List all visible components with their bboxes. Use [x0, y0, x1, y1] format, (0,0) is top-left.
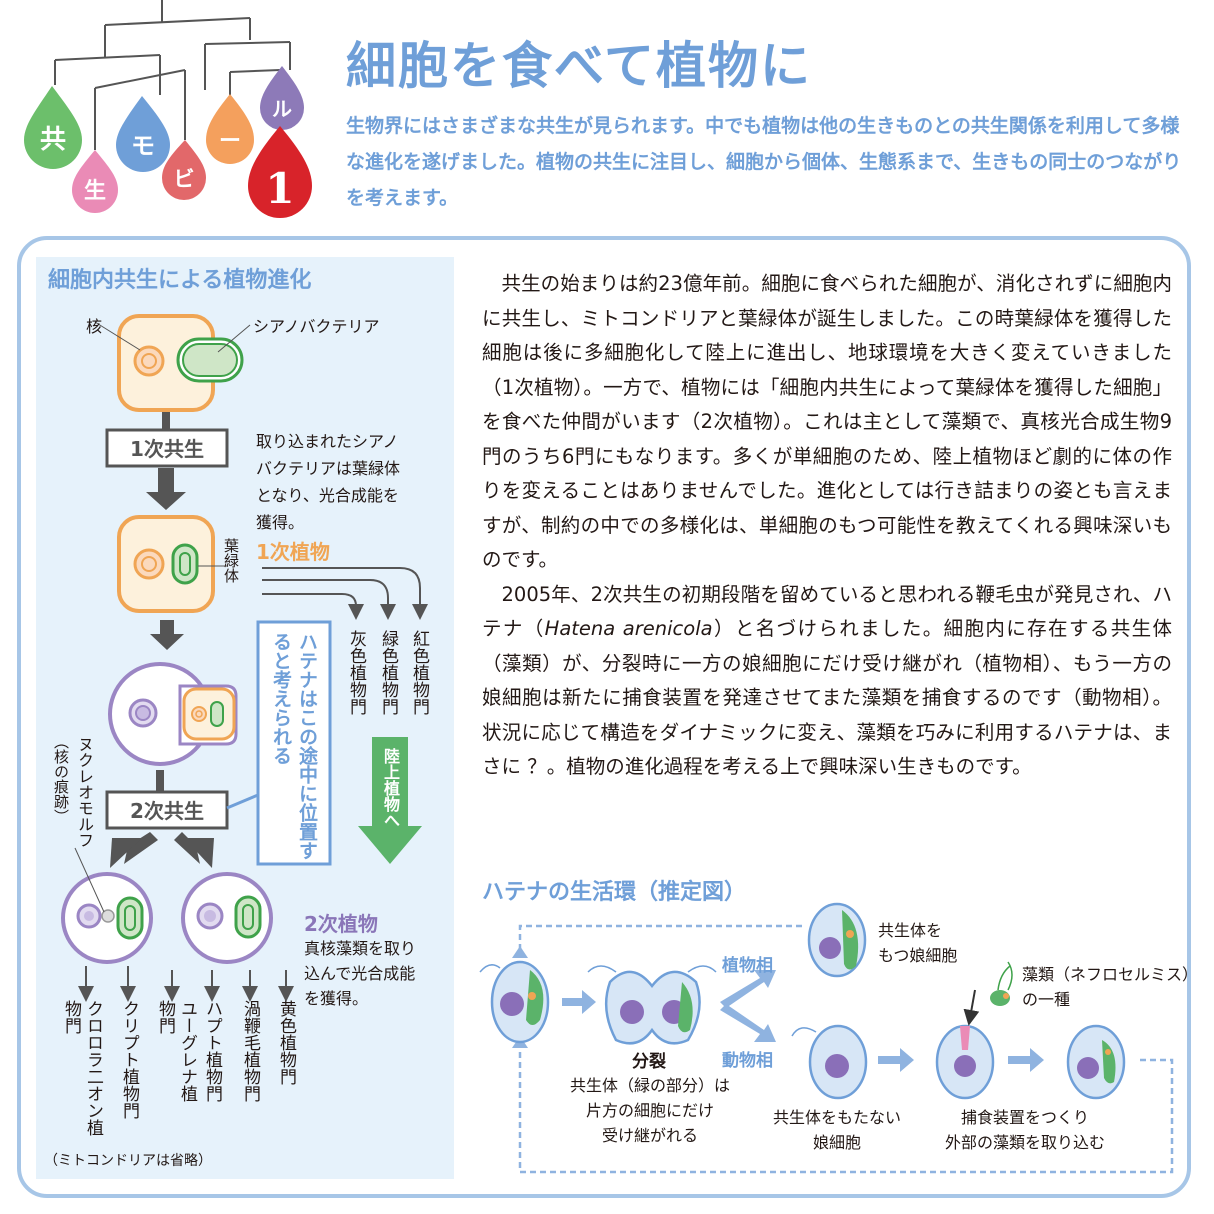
phylum-euglena: ユーグレナ植物門	[155, 1000, 197, 1102]
primary-note-line: 取り込まれたシアノ	[256, 432, 399, 451]
secondary-note-line: 込んで光合成能	[304, 964, 416, 983]
paragraph-2: 2005年、2次共生の初期段階を留めていると思われる鞭毛虫が発見され、ハテナ（H…	[482, 578, 1172, 785]
daughter-with-label: 共生体を もつ娘細胞	[878, 918, 957, 968]
primary-note-line: バクテリアは葉緑体	[256, 459, 401, 478]
daughter-without-label: 共生体をもたない 娘細胞	[762, 1105, 912, 1155]
paragraph-2-part-a: 2005年、2次共生の初期段階を留めていると思われる鞭毛虫が発見され、ハテナ（	[482, 582, 1172, 641]
paragraph-2-part-b: ）と名づけられました。細胞内に存在する共生体（藻類）が、分裂時に一方の娘細胞にだ…	[482, 617, 1172, 778]
drop-bar: ー	[206, 94, 254, 164]
lifecycle-diagram	[479, 902, 1174, 1174]
secondary-box-label: 2次共生	[130, 799, 204, 823]
cyanobacteria	[182, 343, 238, 377]
secondary-note: 真核藻類を取り 込んで光合成能 を獲得。	[304, 936, 416, 1011]
endosymbiosis-diagram	[61, 314, 428, 1002]
drop-sei: 生	[72, 150, 118, 213]
footnote: （ミトコンドリアは省略）	[44, 1153, 212, 1169]
land-plants-arrow	[358, 737, 422, 864]
capture-line: 捕食装置をつくり	[960, 1108, 1089, 1127]
phylum-red: 紅色植物門	[409, 630, 429, 715]
paragraph-1: 共生の始まりは約23億年前。細胞に食べられた細胞が、消化されずに細胞内に共生し、…	[482, 272, 1172, 571]
plant-phase-label: 植物相	[722, 956, 773, 976]
drop-ru-char: ル	[272, 97, 292, 121]
division-note: 共生体（緑の部分）は 片方の細胞にだけ 受け継がれる	[560, 1073, 740, 1148]
engulfed-alga	[182, 687, 236, 741]
secondary-note-line: 真核藻類を取り	[304, 939, 417, 958]
phylum-cryptophyte: クリプト植物門	[119, 1000, 139, 1119]
phylum-haptophyte: ハプト植物門	[202, 1000, 222, 1102]
intro-text: 生物界にはさまざまな共生が見られます。中でも植物は他の生きものとの共生関係を利用…	[346, 115, 1182, 209]
drop-bi-char: ビ	[174, 167, 195, 191]
phylum-chlorarachnion: クロロラ二オン植物門	[61, 1000, 103, 1136]
lifecycle-title: ハテナの生活環（推定図）	[482, 880, 747, 905]
daughter-with-line: もつ娘細胞	[878, 946, 958, 965]
land-plants-label: 陸上植物へ	[381, 748, 400, 828]
primary-box	[105, 428, 229, 468]
host-cell-2	[117, 515, 215, 613]
hatena-cell-a	[479, 960, 550, 1044]
capturing-cell	[935, 1024, 995, 1100]
drop-kyo-char: 共	[40, 125, 66, 155]
phylum-dinoflagellate: 渦鞭毛植物門	[240, 1000, 260, 1102]
content-frame	[17, 236, 1191, 1198]
drop-ru: ル	[260, 66, 304, 130]
secondary-plant-label: 2次植物	[304, 912, 378, 936]
hatena-note-box	[256, 620, 332, 866]
algae-line: 藻類（ネフロセルミス）	[1022, 965, 1199, 984]
phylum-heterokont: 黄色植物門	[276, 1000, 296, 1085]
primary-note-line: 獲得。	[256, 513, 305, 532]
label-cyanobacteria: シアノバクテリア	[253, 317, 380, 336]
animal-phase-label: 動物相	[722, 1051, 773, 1071]
division-note-line: 受け継がれる	[601, 1126, 698, 1145]
label-nucleomorph: ヌクレオモルフ	[75, 736, 94, 848]
nucleomorph-marker	[101, 909, 115, 923]
division-note-line: 共生体（緑の部分）は	[569, 1076, 730, 1095]
algae-label: 藻類（ネフロセルミス） の一種	[1022, 962, 1198, 1012]
body-text: 共生の始まりは約23億年前。細胞に食べられた細胞が、消化されずに細胞内に共生し、…	[482, 267, 1172, 785]
daughter-without-symbiont	[791, 1024, 868, 1100]
drop-bar-char: ー	[219, 129, 241, 154]
drop-mo: モ	[116, 96, 170, 172]
daughter-with-line: 共生体を	[878, 921, 943, 940]
primary-note: 取り込まれたシアノ バクテリアは葉緑体 となり、光合成能を 獲得。	[256, 428, 400, 536]
label-nucleus: 核	[86, 317, 103, 336]
phylum-glaucophyte: 灰色植物門	[346, 630, 366, 715]
primary-plant-label: 1次植物	[256, 540, 330, 564]
phylum-green: 緑色植物門	[378, 630, 398, 715]
chloroplast	[171, 543, 199, 585]
primary-box-label: 1次共生	[130, 437, 204, 461]
capture-line: 外部の藻類を取り込む	[944, 1133, 1105, 1152]
algae-line: の一種	[1022, 990, 1071, 1009]
secondary-note-line: を獲得。	[304, 989, 369, 1008]
mobile-logo: 共 生 モ ビ ー ル 1	[0, 0, 320, 230]
page-title: 細胞を食べて植物に	[346, 37, 812, 95]
drop-number: 1	[248, 126, 312, 218]
label-nucleomorph-note: （核の痕跡）	[52, 734, 70, 824]
daughter-without-line: 共生体をもたない	[772, 1108, 901, 1127]
label-chloroplast: 葉緑体	[222, 538, 240, 583]
drop-bi: ビ	[162, 140, 206, 200]
hatena-cell-final	[1066, 1024, 1126, 1100]
left-diagram-title: 細胞内共生による植物進化	[48, 268, 312, 293]
capture-label: 捕食装置をつくり 外部の藻類を取り込む	[920, 1105, 1130, 1155]
division-note-line: 片方の細胞にだけ	[585, 1101, 714, 1120]
hatena-note: ハテナはこの途中に位置すると考えられる	[270, 632, 318, 860]
primary-note-line: となり、光合成能を	[256, 486, 399, 505]
daughter-without-line: 娘細胞	[812, 1133, 861, 1152]
left-panel	[36, 257, 454, 1179]
secondary-box	[105, 790, 229, 830]
division-label: 分裂	[632, 1052, 666, 1072]
drop-sei-char: 生	[84, 179, 106, 204]
secondary-phyla: クロロラ二オン植物門 クリプト植物門 ユーグレナ植物門 ハプト植物門 渦鞭毛植物…	[56, 1000, 306, 1140]
drop-kyo: 共	[24, 86, 82, 169]
species-name: Hatena arenicola	[544, 617, 713, 640]
algae-nephroselmis	[990, 961, 1013, 1006]
hatena-dividing-cell	[587, 965, 717, 1045]
drop-mo-char: モ	[131, 132, 155, 160]
nucleus-1	[133, 345, 165, 377]
drop-number-text: 1	[265, 164, 294, 213]
daughter-with-symbiont	[807, 902, 867, 978]
